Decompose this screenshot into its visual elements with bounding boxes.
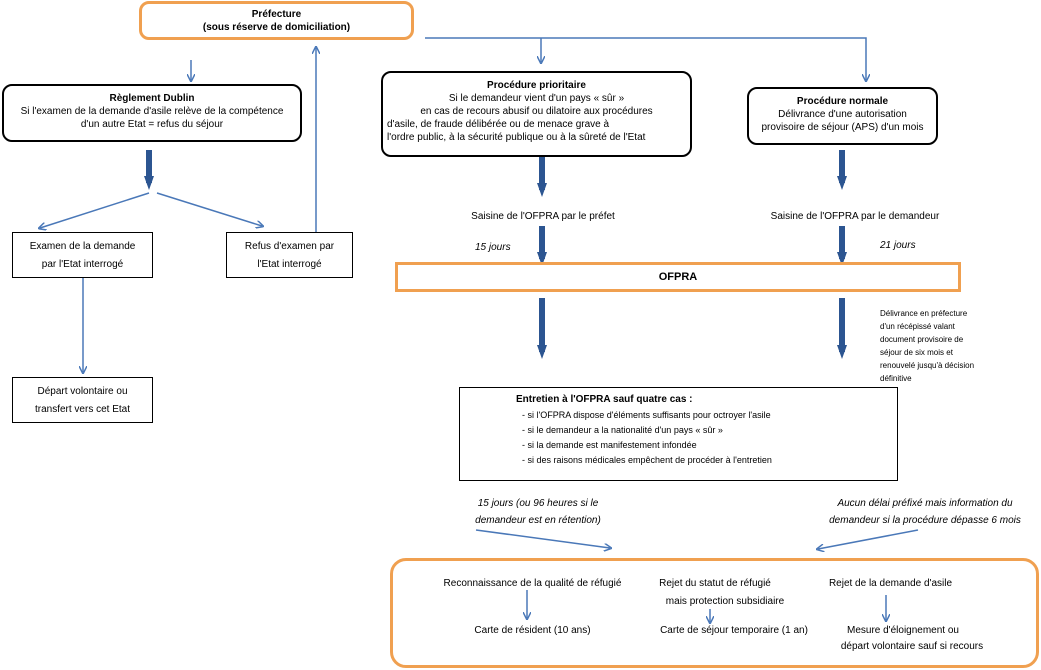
delai-decision-left-line2: demandeur est en rétention)	[475, 515, 601, 526]
prioritaire-line1: Si le demandeur vient d'un pays « sûr »	[448, 93, 625, 104]
depart-line2: transfert vers cet Etat	[34, 404, 131, 415]
prioritaire-line3: d'asile, de fraude délibérée ou de menac…	[387, 119, 610, 130]
delai-decision-left: 15 jours (ou 96 heures si le demandeur e…	[438, 495, 638, 529]
prefecture-box: Préfecture (sous réserve de domiciliatio…	[139, 1, 414, 40]
carte-temporaire-label: Carte de séjour temporaire (1 an)	[660, 625, 808, 636]
depart-line1: Départ volontaire ou	[37, 386, 128, 397]
entretien-title: Entretien à l'OFPRA sauf quatre cas :	[516, 394, 693, 405]
recepisse-line4: séjour de six mois et	[880, 348, 953, 357]
refus-box: Refus d'examen par l'Etat interrogé	[226, 232, 353, 278]
depart-box: Départ volontaire ou transfert vers cet …	[12, 377, 153, 423]
ofpra-label: OFPRA	[658, 271, 698, 283]
reconnaissance-label: Reconnaissance de la qualité de réfugié	[443, 578, 622, 589]
delai-15-label: 15 jours	[475, 242, 511, 253]
dublin-line2: d'un autre Etat = refus du séjour	[80, 119, 224, 130]
normale-box: Procédure normale Délivrance d'une autor…	[747, 87, 938, 145]
delai-decision-right-line2: demandeur si la procédure dépasse 6 mois	[829, 515, 1021, 526]
mesure-line2: départ volontaire sauf si recours	[840, 641, 984, 652]
rejet-statut-line1: Rejet du statut de réfugié	[659, 578, 771, 589]
prioritaire-title: Procédure prioritaire	[487, 80, 586, 91]
normale-line1: Délivrance d'une autorisation	[778, 109, 907, 120]
entretien-item-1: - si l'OFPRA dispose d'éléments suffisan…	[522, 410, 771, 420]
refus-line1: Refus d'examen par	[244, 241, 335, 252]
arrow-to-examen	[40, 192, 150, 228]
recepisse-line2: d'un récépissé valant	[880, 322, 955, 331]
entretien-item-4: - si des raisons médicales empêchent de …	[522, 455, 772, 465]
normale-line2: provisoire de séjour (APS) d'un mois	[761, 122, 924, 133]
entretien-item-3: - si la demande est manifestement infond…	[522, 440, 697, 450]
recepisse-line6: définitive	[880, 374, 912, 383]
recepisse-note: Délivrance en préfecture d'un récépissé …	[880, 307, 1020, 385]
prioritaire-line2: en cas de recours abusif ou dilatoire au…	[420, 106, 653, 117]
prefecture-title: Préfecture	[251, 9, 302, 20]
delai-21-label: 21 jours	[880, 240, 916, 251]
dublin-box: Règlement Dublin Si l'examen de la deman…	[2, 84, 302, 142]
rejet-statut-line2: mais protection subsidiaire	[665, 596, 785, 607]
arrow-to-refus	[156, 192, 262, 226]
mesure-line1: Mesure d'éloignement ou	[847, 625, 959, 636]
carte-resident-label: Carte de résident (10 ans)	[474, 625, 591, 636]
prioritaire-box: Procédure prioritaire Si le demandeur vi…	[381, 71, 692, 157]
ofpra-box: OFPRA	[395, 262, 961, 292]
saisine-prefet-label: Saisine de l'OFPRA par le préfet	[471, 211, 615, 222]
delai-decision-left-line1: 15 jours (ou 96 heures si le	[477, 498, 599, 509]
examen-line1: Examen de la demande	[29, 241, 136, 252]
dublin-title: Règlement Dublin	[109, 93, 195, 104]
prefecture-subtitle: (sous réserve de domiciliation)	[202, 22, 351, 33]
saisine-demandeur-label: Saisine de l'OFPRA par le demandeur	[770, 211, 940, 222]
entretien-box: Entretien à l'OFPRA sauf quatre cas : - …	[459, 387, 898, 481]
arrow-left-to-decisions	[475, 529, 610, 548]
entretien-item-2: - si le demandeur a la nationalité d'un …	[522, 425, 723, 435]
arrow-right-to-decisions	[818, 529, 919, 549]
refus-line2: l'Etat interrogé	[257, 259, 322, 270]
decisions-box	[390, 558, 1039, 668]
delai-decision-right-line1: Aucun délai préfixé mais information du	[837, 498, 1013, 509]
examen-line2: par l'Etat interrogé	[41, 259, 124, 270]
normale-title: Procédure normale	[796, 96, 889, 107]
recepisse-line1: Délivrance en préfecture	[880, 309, 968, 318]
examen-box: Examen de la demande par l'Etat interrog…	[12, 232, 153, 278]
prioritaire-line4: l'ordre public, à la sécurité publique o…	[387, 132, 646, 143]
recepisse-line3: document provisoire de	[880, 335, 964, 344]
recepisse-line5: renouvelé jusqu'à décision	[880, 361, 975, 370]
rejet-demande-label: Rejet de la demande d'asile	[828, 578, 953, 589]
delai-decision-right: Aucun délai préfixé mais information du …	[810, 495, 1040, 529]
dublin-line1: Si l'examen de la demande d'asile relève…	[20, 106, 284, 117]
